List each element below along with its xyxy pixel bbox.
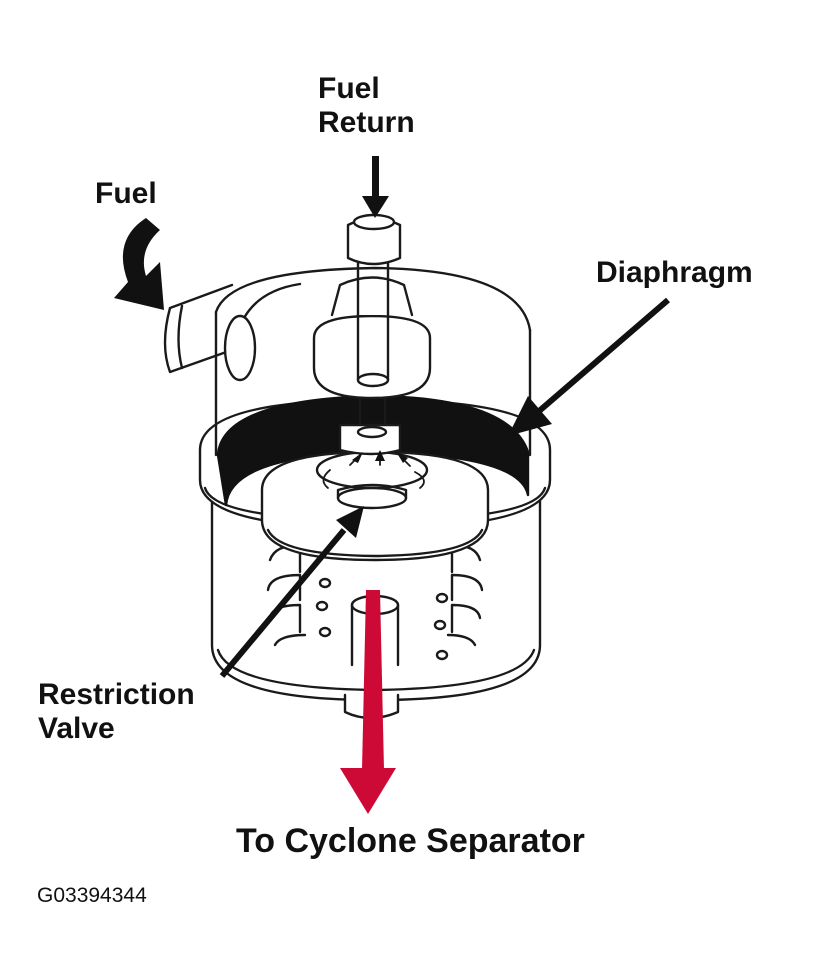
fuel-inlet-arrow — [114, 218, 164, 310]
fuel-return-label-line1: Fuel — [318, 72, 380, 105]
outlet-tube — [350, 603, 400, 667]
figure-code: G03394344 — [37, 884, 147, 907]
fuel-inlet-pipe — [163, 283, 234, 374]
restriction-valve-label-line1: Restriction — [38, 678, 195, 711]
diaphragm-arrow — [508, 297, 670, 436]
fuel-label: Fuel — [95, 177, 157, 210]
fuel-return-label-line2: Return — [318, 105, 415, 139]
regulator-stem-shoulder — [330, 276, 414, 317]
diaphragm-label: Diaphragm — [596, 256, 753, 289]
fuel-return-label: Fuel Return — [318, 72, 415, 139]
upper-housing — [214, 310, 532, 457]
restriction-valve-arrow — [219, 506, 364, 678]
return-tube — [356, 253, 390, 382]
fuel-inlet-pipe-end — [223, 314, 257, 382]
cyclone-separator-label: To Cyclone Separator — [236, 822, 585, 860]
valve-seat-ring — [315, 450, 429, 490]
restriction-valve-disc — [336, 486, 408, 510]
upper-housing-top — [214, 266, 532, 332]
fuel-return-arrow — [362, 156, 389, 218]
cyclone-separator-arrow — [340, 590, 396, 814]
restriction-valve-label: Restriction Valve — [38, 678, 195, 745]
regulator-stem-cap — [312, 314, 432, 400]
restriction-valve-label-line2: Valve — [38, 711, 115, 745]
flow-arrowheads — [352, 450, 408, 463]
